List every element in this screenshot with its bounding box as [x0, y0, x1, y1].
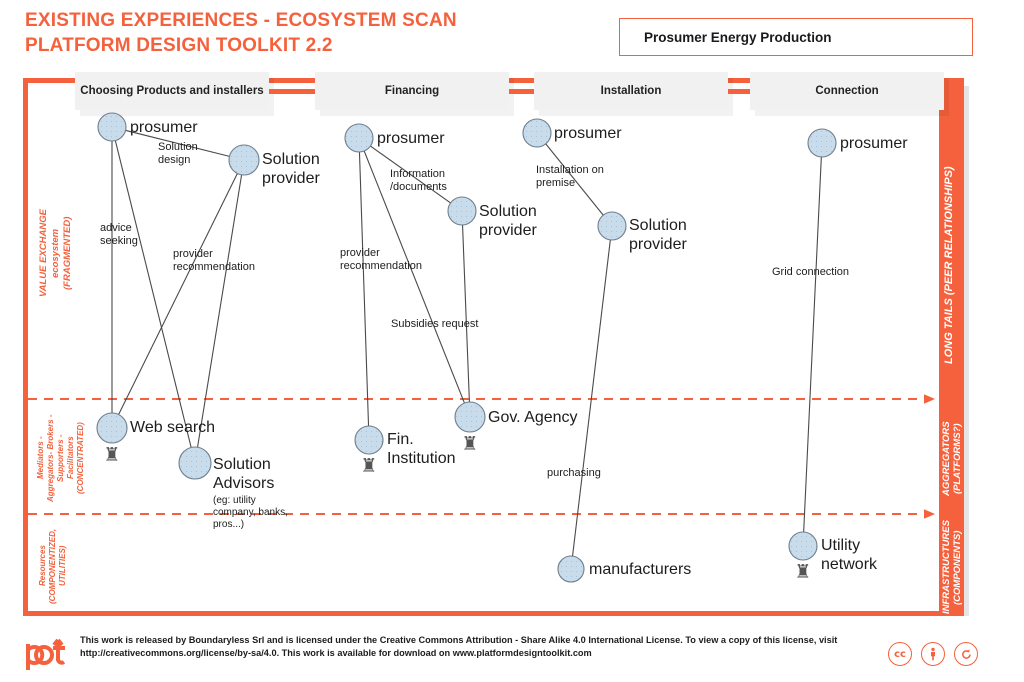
edge-label: Installation on premise	[536, 164, 604, 189]
node-label: prosumer	[840, 135, 908, 152]
band-label-long-tails: LONG TAILS (PEER RELATIONSHIPS)	[943, 166, 955, 364]
tab-choosing-products[interactable]: Choosing Products and installers	[75, 72, 269, 110]
node-label: prosumer	[377, 130, 445, 147]
edge-label: Solution design	[158, 141, 198, 166]
subject-box[interactable]: Prosumer Energy Production	[619, 18, 973, 56]
node-label: Utility network	[821, 537, 878, 573]
license-line-1: This work is released by Boundaryless Sr…	[80, 635, 838, 645]
node-label: Solution provider	[629, 217, 687, 253]
license-line-2: http://creativecommons.org/license/by-sa…	[80, 648, 592, 658]
tab-label: Choosing Products and installers	[80, 85, 264, 97]
tab-installation[interactable]: Installation	[534, 72, 728, 110]
stage-connector-2	[509, 89, 534, 94]
edge-label: Grid connection	[772, 266, 850, 278]
node-label: Gov. Agency	[488, 409, 578, 426]
band-label-infrastructures: INFRASTRUCTURES (COMPONENTS)	[941, 520, 963, 614]
band-label-aggregators: AGGREGATORS (PLATFORMS?)	[941, 421, 963, 497]
node-label: Solution provider	[479, 203, 537, 239]
diagram-frame-right-band	[939, 78, 964, 616]
tab-label: Financing	[384, 85, 440, 97]
stage-connector-1	[269, 89, 315, 94]
edge-label: Information /documents	[390, 168, 447, 193]
edge-label: provider recommendation	[340, 247, 422, 272]
stage-connector-3	[728, 89, 750, 94]
share-alike-icon[interactable]	[954, 642, 978, 666]
band-label-value-exchange: VALUE EXCHANGE ecosystem (FRAGMENTED)	[38, 209, 73, 297]
node-label: manufacturers	[589, 561, 692, 578]
title-line-1: EXISTING EXPERIENCES - ECOSYSTEM SCAN	[25, 10, 457, 31]
attribution-icon[interactable]	[921, 642, 945, 666]
node-sublabel: (eg: utility company, banks, pros...)	[213, 495, 288, 530]
frame-shadow	[964, 86, 969, 616]
node-label: Fin. Institution	[387, 431, 456, 467]
page-title: EXISTING EXPERIENCES - ECOSYSTEM SCAN PL…	[25, 8, 457, 58]
node-label: prosumer	[554, 125, 622, 142]
tab-financing[interactable]: Financing	[315, 72, 509, 110]
license-text: This work is released by Boundaryless Sr…	[80, 634, 850, 660]
edge-label: Subsidies request	[391, 318, 479, 330]
node-label: Web search	[130, 419, 216, 436]
node-label: Solution provider	[262, 151, 320, 187]
band-label-mediators: Mediators - Aggregators- Brokers - Suppo…	[36, 414, 85, 502]
band-label-resources: Resources (COMPONENTIZED, UTILITIES)	[38, 528, 67, 604]
edge-label: advice seeking	[100, 222, 138, 247]
cc-icon-group: cc	[888, 642, 978, 666]
tab-label: Connection	[815, 85, 879, 97]
subject-label: Prosumer Energy Production	[644, 29, 832, 45]
creative-commons-icon[interactable]: cc	[888, 642, 912, 666]
pdt-logo-icon	[26, 638, 66, 670]
node-label: Solution Advisors	[213, 456, 275, 492]
tab-connection[interactable]: Connection	[750, 72, 944, 110]
tab-label: Installation	[600, 85, 662, 97]
title-line-2: PLATFORM DESIGN TOOLKIT 2.2	[25, 35, 333, 56]
edge-label: provider recommendation	[173, 248, 255, 273]
edge-label: purchasing	[547, 467, 601, 479]
node-label: prosumer	[130, 119, 198, 136]
